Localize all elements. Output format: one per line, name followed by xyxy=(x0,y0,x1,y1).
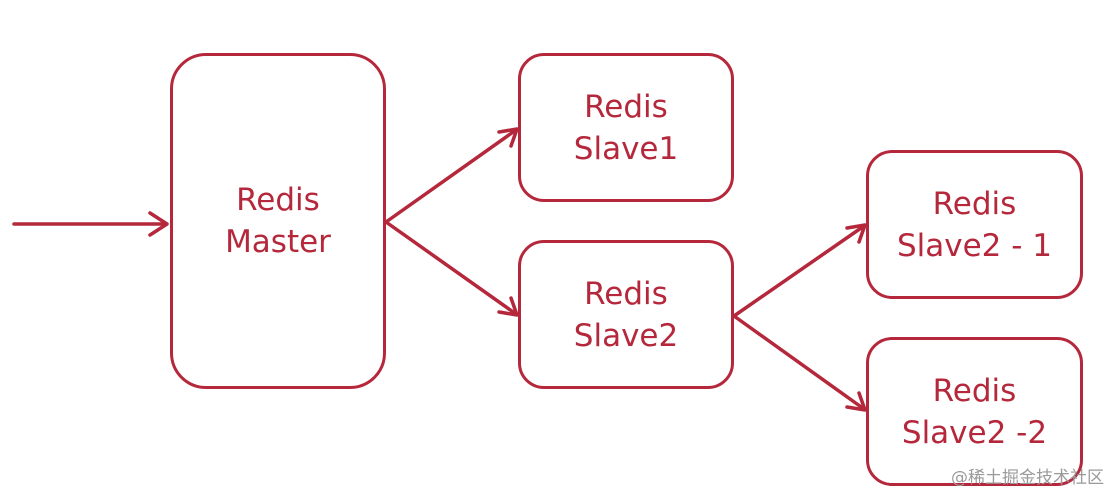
arrow-slave2-to-slave2-1 xyxy=(732,223,867,318)
node-redis-slave2: Redis Slave2 xyxy=(518,240,734,389)
node-redis-slave1: Redis Slave1 xyxy=(518,53,734,202)
node-label-line1: Redis xyxy=(584,88,668,125)
node-redis-master: Redis Master xyxy=(170,53,386,389)
node-label-line2: Slave1 xyxy=(573,130,679,167)
node-redis-slave2-1: Redis Slave2 - 1 xyxy=(866,150,1083,299)
arrow-input-to-master xyxy=(12,211,169,237)
node-label-line2: Master xyxy=(225,224,331,260)
node-label-line2: Slave2 - 1 xyxy=(896,227,1053,264)
node-label-line1: Redis xyxy=(932,185,1017,222)
node-redis-slave2-2: Redis Slave2 -2 xyxy=(866,337,1083,486)
arrow-master-to-slave2 xyxy=(384,220,519,317)
node-label-line2: Slave2 -2 xyxy=(901,414,1048,451)
node-label-line2: Slave2 xyxy=(573,317,679,354)
node-label-line1: Redis xyxy=(236,182,320,218)
arrow-master-to-slave1 xyxy=(384,127,519,224)
arrow-slave2-to-slave2-2 xyxy=(732,314,867,412)
node-label-line1: Redis xyxy=(584,275,668,312)
watermark: @稀土掘金技术社区 xyxy=(951,468,1104,488)
node-label-line1: Redis xyxy=(932,372,1017,409)
